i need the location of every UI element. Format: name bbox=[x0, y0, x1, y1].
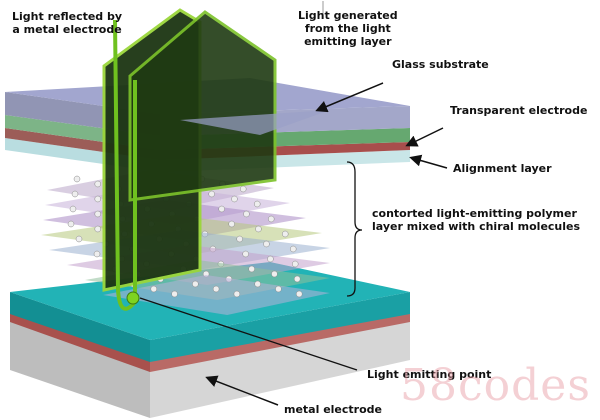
molecule-dot bbox=[93, 250, 101, 258]
label-line: a metal electrode bbox=[12, 23, 122, 36]
label-line: layer mixed with chiral molecules bbox=[372, 220, 581, 233]
label-line: contorted light-emitting polymer bbox=[372, 207, 577, 220]
polymer-layer bbox=[103, 275, 330, 315]
molecule-dot bbox=[75, 235, 83, 243]
molecule-dot bbox=[271, 270, 278, 278]
molecule-dot bbox=[239, 185, 247, 193]
molecule-dot bbox=[94, 210, 102, 218]
molecule-dot bbox=[69, 205, 77, 213]
molecule-dot bbox=[218, 205, 225, 213]
label-generated-light: Light generated from the light emitting … bbox=[298, 9, 398, 48]
bottom-alignment-layer bbox=[10, 312, 150, 372]
label-alignment-layer: Alignment layer bbox=[453, 162, 552, 175]
molecule-dot bbox=[192, 280, 199, 288]
molecule-dot bbox=[212, 285, 220, 293]
light-plates bbox=[102, 8, 330, 311]
molecule-dot bbox=[248, 265, 255, 273]
molecule-dot bbox=[208, 190, 215, 198]
label-glass-substrate: Glass substrate bbox=[392, 58, 489, 71]
molecule-dot bbox=[171, 290, 178, 298]
molecule-dot bbox=[233, 290, 241, 298]
molecule-dot bbox=[293, 275, 301, 283]
label-light-emitting-point: Light emitting point bbox=[367, 368, 492, 381]
molecule-dot bbox=[281, 230, 289, 238]
molecule-dot bbox=[150, 285, 158, 293]
light-emitting-point bbox=[126, 291, 140, 305]
molecule-dot bbox=[267, 215, 275, 223]
label-line: from the light bbox=[304, 22, 391, 35]
molecule-dot bbox=[289, 245, 297, 253]
label-arrows bbox=[139, 82, 448, 406]
molecule-dot bbox=[71, 190, 79, 198]
molecule-dot bbox=[236, 235, 243, 243]
molecule-dot bbox=[231, 195, 238, 203]
label-polymer-layer: contorted light-emitting polymer layer m… bbox=[372, 207, 580, 233]
label-line: Light reflected by bbox=[12, 10, 123, 23]
molecule-dot bbox=[242, 250, 249, 258]
molecule-dot bbox=[255, 225, 262, 233]
metal-electrode-layer bbox=[10, 292, 150, 362]
polymer-bracket bbox=[346, 161, 363, 297]
molecule-dot bbox=[291, 260, 299, 268]
molecule-dot bbox=[94, 225, 102, 233]
molecule-dot bbox=[263, 240, 270, 248]
molecule-dot bbox=[228, 220, 235, 228]
label-transparent-electrode: Transparent electrode bbox=[450, 104, 588, 117]
molecule-dot bbox=[94, 180, 102, 188]
label-line: emitting layer bbox=[304, 35, 392, 48]
label-metal-electrode: metal electrode bbox=[284, 403, 382, 416]
molecule-dot bbox=[243, 210, 250, 218]
molecule-dot bbox=[94, 195, 102, 203]
molecule-dot bbox=[253, 200, 261, 208]
label-reflected-light: Light reflected by a metal electrode bbox=[12, 10, 122, 36]
molecule-dot bbox=[73, 175, 81, 183]
molecule-dot bbox=[267, 255, 274, 263]
molecule-dot bbox=[295, 290, 303, 298]
molecule-dot bbox=[254, 280, 261, 288]
molecule-dot bbox=[67, 220, 75, 228]
watermark: 58codes bbox=[400, 360, 591, 411]
molecule-dot bbox=[275, 285, 282, 293]
label-line: Light generated bbox=[298, 9, 398, 22]
